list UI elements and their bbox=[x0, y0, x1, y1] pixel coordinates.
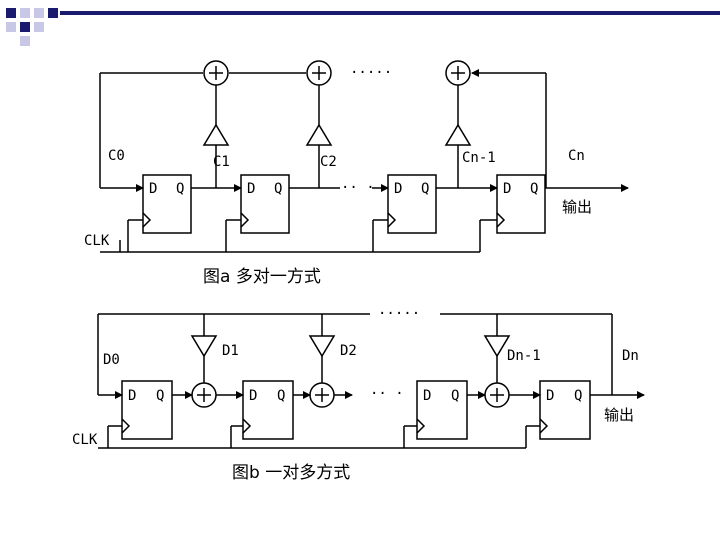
label-d: D bbox=[247, 181, 255, 197]
label-dn: Dn bbox=[622, 348, 639, 364]
deco-square bbox=[20, 8, 30, 18]
label-d: D bbox=[394, 181, 402, 197]
figure-b-labels: ····· D0 D1 D2 Dn-1 Dn D Q D Q D Q D Q ·… bbox=[72, 306, 639, 483]
label-c0: C0 bbox=[108, 148, 125, 164]
label-cn1: Cn-1 bbox=[462, 150, 496, 166]
label-d2: D2 bbox=[340, 343, 357, 359]
dots-mid-a: ·· · bbox=[341, 180, 375, 196]
label-d: D bbox=[128, 388, 136, 404]
buffer-gate bbox=[202, 123, 230, 146]
label-q: Q bbox=[574, 388, 582, 404]
buffer-gate bbox=[483, 335, 511, 358]
buffer-gate bbox=[444, 123, 472, 146]
buffer-gate bbox=[308, 335, 336, 358]
label-d0: D0 bbox=[103, 352, 120, 368]
flip-flop bbox=[539, 380, 591, 440]
dots-mid-b: ·· · bbox=[370, 386, 404, 402]
caption-a: 图a 多对一方式 bbox=[203, 267, 321, 287]
label-q: Q bbox=[176, 181, 184, 197]
deco-square bbox=[48, 8, 58, 18]
label-d: D bbox=[423, 388, 431, 404]
xor-gate bbox=[484, 382, 510, 408]
xor-gate bbox=[306, 60, 332, 86]
xor-gate bbox=[445, 60, 471, 86]
xor-gate bbox=[309, 382, 335, 408]
label-q: Q bbox=[451, 388, 459, 404]
label-q: Q bbox=[530, 181, 538, 197]
label-c1: C1 bbox=[213, 154, 230, 170]
buffer-gate bbox=[305, 123, 333, 146]
label-q: Q bbox=[156, 388, 164, 404]
xor-gate bbox=[191, 382, 217, 408]
output-label-a: 输出 bbox=[562, 198, 592, 216]
deco-square bbox=[6, 8, 16, 18]
label-d: D bbox=[546, 388, 554, 404]
flip-flop bbox=[240, 174, 290, 234]
figure-a-labels: ····· C0 C1 C2 Cn-1 Cn D Q D Q D Q D Q ·… bbox=[84, 65, 592, 287]
label-cn: Cn bbox=[568, 148, 585, 164]
label-q: Q bbox=[277, 388, 285, 404]
output-label-b: 输出 bbox=[604, 406, 634, 424]
deco-square bbox=[34, 22, 44, 32]
label-d1: D1 bbox=[222, 343, 239, 359]
flip-flop bbox=[387, 174, 437, 234]
flip-flop bbox=[242, 380, 294, 440]
label-clk-b: CLK bbox=[72, 432, 98, 448]
label-c2: C2 bbox=[320, 154, 337, 170]
figure-b bbox=[97, 313, 645, 449]
dots-top-b: ····· bbox=[378, 306, 420, 322]
label-d: D bbox=[503, 181, 511, 197]
deco-square bbox=[34, 8, 44, 18]
deco-square bbox=[20, 36, 30, 46]
figure-a bbox=[99, 60, 629, 253]
flip-flop bbox=[496, 174, 546, 234]
label-q: Q bbox=[274, 181, 282, 197]
deco-square bbox=[20, 22, 30, 32]
caption-b: 图b 一对多方式 bbox=[232, 463, 350, 483]
flip-flop bbox=[416, 380, 468, 440]
deco-rule bbox=[60, 11, 720, 15]
flip-flop bbox=[121, 380, 173, 440]
dots-top-a: ····· bbox=[350, 65, 392, 81]
deco-square bbox=[6, 22, 16, 32]
buffer-gate bbox=[190, 335, 218, 358]
label-d: D bbox=[149, 181, 157, 197]
flip-flop bbox=[142, 174, 192, 234]
xor-gate bbox=[203, 60, 229, 86]
label-d: D bbox=[249, 388, 257, 404]
label-q: Q bbox=[421, 181, 429, 197]
label-dn1: Dn-1 bbox=[507, 348, 541, 364]
label-clk-a: CLK bbox=[84, 233, 110, 249]
